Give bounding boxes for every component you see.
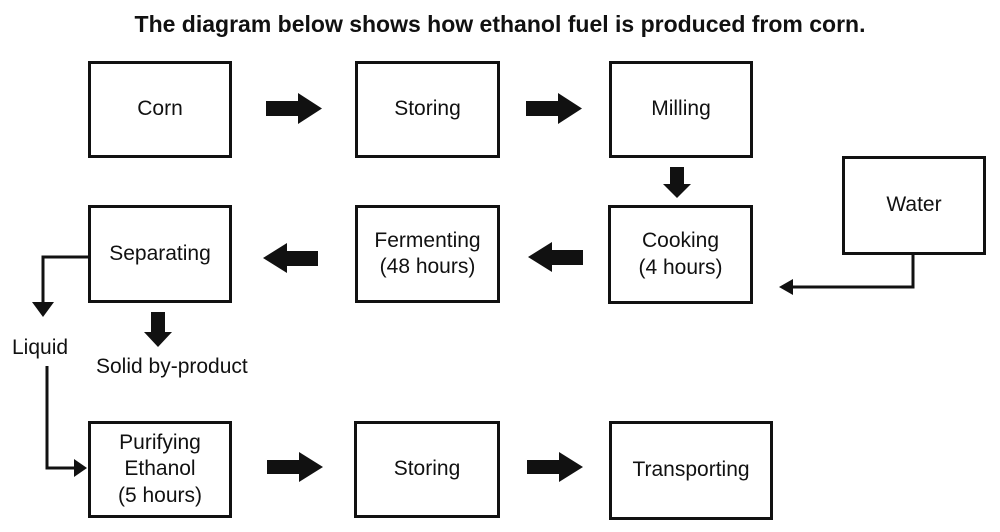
box-transporting: Transporting [609,421,773,520]
arrowhead-separating-to-liquid [32,302,54,317]
box-storing-bottom: Storing [354,421,500,518]
arrow-purifying-to-storing [267,452,323,482]
diagram-title: The diagram below shows how ethanol fuel… [134,11,866,37]
arrow-fermenting-to-separating [263,243,318,273]
label-solid-by-product: Solid by-product [96,355,248,378]
arrow-storing-to-transporting [527,452,583,482]
arrowhead-liquid-to-purifying [74,459,87,477]
box-separating: Separating [88,205,232,303]
arrow-corn-to-storing [266,93,322,124]
line-water-to-cooking [791,255,915,289]
box-fermenting: Fermenting (48 hours) [355,205,500,303]
arrow-separating-to-solid [144,312,172,347]
box-purifying-ethanol: Purifying Ethanol (5 hours) [88,421,232,518]
arrow-cooking-to-fermenting [528,242,583,272]
line-liquid-to-purifying [45,366,76,470]
arrowhead-water-to-cooking [779,279,793,295]
label-liquid: Liquid [12,336,69,359]
line-separating-to-liquid [41,255,88,303]
box-water: Water [842,156,986,255]
box-storing-top: Storing [355,61,500,158]
arrow-milling-to-cooking [663,167,691,198]
box-corn: Corn [88,61,232,158]
box-milling: Milling [609,61,753,158]
arrow-storing-to-milling [526,93,582,124]
box-cooking: Cooking (4 hours) [608,205,753,304]
